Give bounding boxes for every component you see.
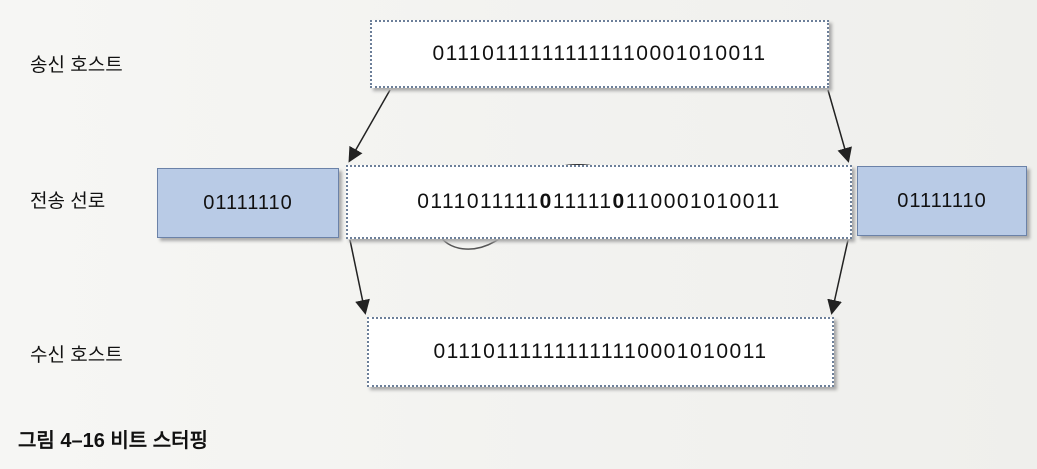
bits-segment: 11111 [552,190,613,213]
figure-caption: 그림 4–16 비트 스터핑 [18,430,208,452]
flag-right-bits: 01111110 [897,189,987,212]
line-bits-box: 01110111110111110110001010011 [346,165,852,239]
bits-segment: 0111011111 [417,190,540,213]
sender-bits-box: 011101111111111110001010011 [370,20,829,88]
receiver-label: 수신 호스트 [30,345,123,366]
receiver-bits: 011101111111111110001010011 [433,340,768,363]
stuffed-bit: 0 [612,190,626,213]
flag-right: 01111110 [857,166,1027,236]
bits-segment: 110001010011 [625,190,781,213]
flag-left-bits: 01111110 [203,191,293,214]
flag-left: 01111110 [157,168,339,238]
stuffed-bit: 0 [539,190,553,213]
receiver-bits-box: 011101111111111110001010011 [367,317,834,387]
line-bits: 01110111110111110110001010011 [417,190,781,214]
sender-bits: 011101111111111110001010011 [432,42,767,65]
line-label: 전송 선로 [30,191,106,212]
sender-label: 송신 호스트 [30,55,123,76]
